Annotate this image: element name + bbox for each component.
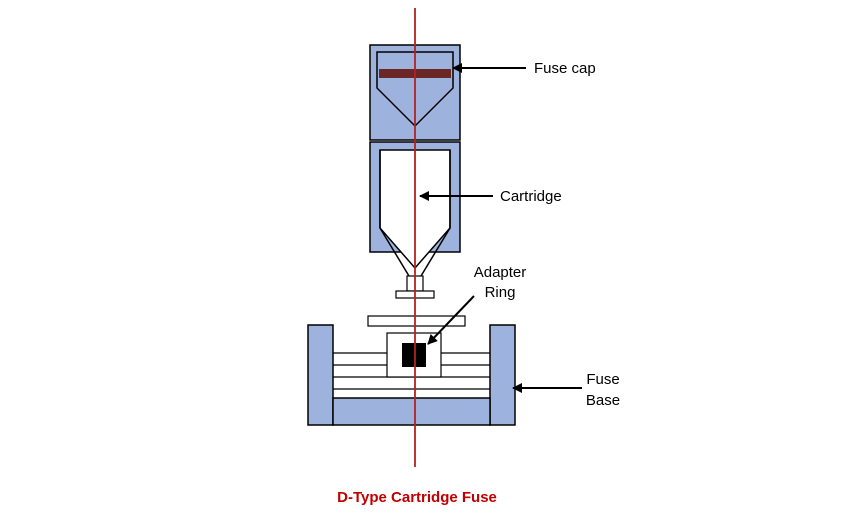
fuse-base-left-wall <box>307 324 334 426</box>
fuse-base-bottom <box>332 397 491 426</box>
adapter-ring-label-line1: Adapter <box>474 264 527 281</box>
cartridge-label: Cartridge <box>500 188 562 205</box>
fuse-base-label-line1: Fuse <box>586 371 619 388</box>
fuse-base-right-wall <box>489 324 516 426</box>
leader-arrows <box>419 63 582 393</box>
cartridge-tip-right <box>420 227 451 277</box>
labels: Fuse cap Cartridge Adapter Ring Fuse Bas… <box>474 60 620 409</box>
fuse-cap-cone <box>376 51 454 128</box>
diagram-title: D-Type Cartridge Fuse <box>337 489 497 506</box>
adapter-top-plate <box>367 315 466 327</box>
adapter-ring-arrow <box>427 295 475 345</box>
fuse-base-label-line2: Base <box>586 392 620 409</box>
fuse-base <box>307 324 516 426</box>
fuse-cap-label: Fuse cap <box>534 60 596 77</box>
adapter-ring-core <box>402 343 426 367</box>
adapter-ring-label-line2: Ring <box>485 284 516 301</box>
cartridge-tip-left <box>379 227 410 277</box>
